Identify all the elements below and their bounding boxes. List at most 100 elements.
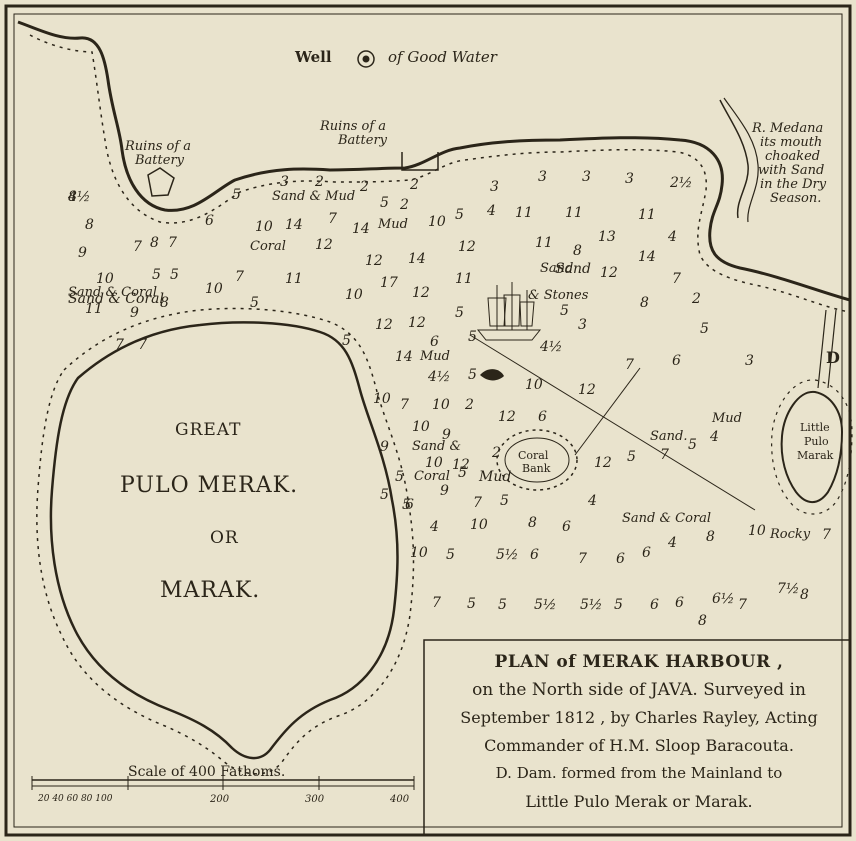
scale-tick-3: 300: [305, 794, 325, 805]
sounding-depth: 13: [598, 229, 616, 245]
sounding-depth: 8: [85, 217, 94, 233]
sounding-depth: 10: [205, 281, 223, 297]
sounding-depth: 11: [515, 205, 533, 221]
bearing-line-cross: [574, 367, 641, 456]
sounding-depth: 7: [660, 447, 669, 463]
sounding-depth: 7: [822, 527, 831, 543]
river-label-3: choaked: [765, 149, 821, 164]
sounding-depth: 5: [152, 267, 161, 283]
sounding-depth: 8: [528, 515, 537, 531]
sounding-depth: 6: [642, 545, 651, 561]
title-line-6: Little Pulo Merak or Marak.: [525, 792, 753, 811]
bottom-sand-coral-mid-2: Coral: [414, 469, 450, 484]
sounding-depth: 4: [588, 493, 597, 509]
sounding-depth: 6: [405, 497, 414, 513]
island-label-or: OR: [210, 528, 239, 548]
bottom-sand: Sand.: [650, 429, 688, 444]
sounding-depth: 8: [68, 189, 77, 205]
sounding-depth: 7: [115, 337, 124, 353]
sounding-depth: 14: [395, 349, 413, 365]
river-label-4: with Sand: [758, 163, 825, 178]
scale-tick-4: 400: [390, 794, 410, 805]
title-line-4: Commander of H.M. Sloop Baracouta.: [484, 736, 794, 755]
sounding-depth: 10: [425, 455, 443, 471]
sounding-depth: 6: [430, 334, 439, 350]
sounding-depth: 12: [375, 317, 393, 333]
island-label-great: GREAT: [175, 420, 242, 440]
sounding-depth: 4½: [540, 339, 563, 355]
coral-bank-inner: [504, 437, 570, 483]
coral-bank-shape: [496, 429, 578, 491]
title-line-2: on the North side of JAVA. Surveyed in: [472, 680, 806, 700]
sounding-depth: 12: [452, 457, 470, 473]
sounding-depth: 6: [538, 409, 547, 425]
sounding-depth: 12: [458, 239, 476, 255]
sounding-depth: 2: [692, 291, 701, 307]
sounding-depth: 3: [280, 174, 289, 190]
little-pulo-label-1: Little: [800, 421, 830, 434]
sounding-depth: 10: [525, 377, 543, 393]
sounding-depth: 3: [538, 169, 547, 185]
sounding-depth: 3: [578, 317, 587, 333]
bearing-line-long: [469, 334, 756, 511]
sounding-depth: 2½: [670, 175, 693, 191]
sounding-depth: 12: [412, 285, 430, 301]
sounding-depth: 10: [345, 287, 363, 303]
bottom-mud-2: Mud: [420, 349, 451, 364]
bottom-sand-stones-1: Sand: [540, 261, 574, 276]
sounding-depth: 12: [315, 237, 333, 253]
sounding-depth: 5: [446, 547, 455, 563]
sounding-depth: 5: [614, 597, 623, 613]
island-label-marak: MARAK.: [160, 578, 261, 603]
great-pulo-merak-coast: [49, 321, 399, 760]
sounding-depth: 11: [565, 205, 583, 221]
sounding-depth: 5: [395, 469, 404, 485]
sounding-depth: 7: [235, 269, 244, 285]
sounding-depth: 12: [594, 455, 612, 471]
sounding-depth: 14: [638, 249, 656, 265]
sounding-depth: 7: [400, 397, 409, 413]
sounding-depth: 5: [627, 449, 636, 465]
sounding-depth: 9: [78, 245, 87, 261]
island-label-pulo-merak: PULO MERAK.: [120, 473, 299, 498]
little-pulo-label-3: Marak: [797, 449, 834, 462]
sounding-depth: 5½: [496, 547, 519, 563]
sounding-depth: 6: [675, 595, 684, 611]
sounding-depth: 7: [138, 337, 147, 353]
sounding-depth: 2: [360, 179, 369, 195]
river-label-1: R. Medana: [752, 121, 824, 136]
bottom-sand-mud: Sand & Mud: [272, 189, 356, 204]
sounding-depth: 7½: [777, 581, 800, 597]
sounding-depth: 7: [328, 211, 337, 227]
sounding-depth: 12: [365, 253, 383, 269]
ruins-battery-centre-2: Battery: [338, 133, 388, 148]
sounding-depth: 6½: [712, 591, 735, 607]
river-label-5: in the Dry: [760, 177, 827, 192]
ship-icon: [476, 282, 542, 341]
sounding-depth: 4½: [428, 369, 451, 385]
sounding-depth: 12: [578, 382, 596, 398]
dam-line-left: [817, 309, 827, 389]
sounding-depth: 6: [205, 213, 214, 229]
sounding-depth: 9: [440, 483, 449, 499]
sounding-depth: 11: [285, 271, 303, 287]
sounding-depth: 9: [442, 427, 451, 443]
well-label-rest: of Good Water: [388, 48, 497, 66]
sounding-depth: 11: [455, 271, 473, 287]
scale-tick-1: 20 40 60 80 100: [38, 794, 113, 804]
title-line-3: September 1812 , by Charles Rayley, Acti…: [460, 708, 818, 727]
bottom-coral: Coral: [250, 239, 286, 254]
ruins-battery-left-2: Battery: [135, 153, 185, 168]
sounding-depth: 4½: [68, 189, 91, 205]
sounding-depth: 5: [342, 333, 351, 349]
little-pulo-marak-reef: [771, 379, 853, 515]
mainland-coastline: [17, 20, 851, 302]
sounding-depth: 5: [498, 597, 507, 613]
well-symbol-inner: [362, 55, 370, 63]
sounding-depth: 12: [600, 265, 618, 281]
coral-bank-label-2: Bank: [522, 462, 551, 475]
sounding-depth: 8: [698, 613, 707, 629]
title-cartouche: PLAN of MERAK HARBOUR , on the North sid…: [424, 640, 854, 836]
sounding-depth: 3: [625, 171, 634, 187]
